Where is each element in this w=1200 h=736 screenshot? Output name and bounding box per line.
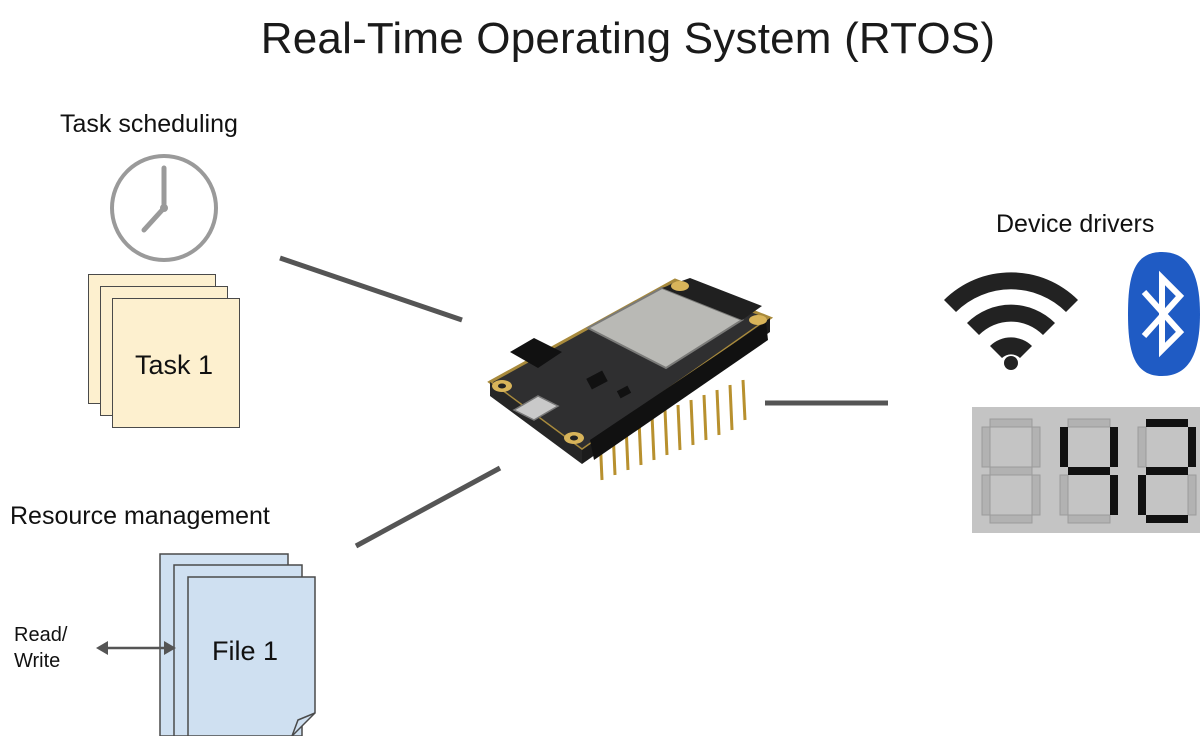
seven-segment-display (972, 407, 1200, 533)
task-scheduling-label: Task scheduling (60, 110, 238, 138)
file-stack (159, 553, 316, 736)
resource-management-label: Resource management (10, 502, 270, 530)
read-write-label: Read/ Write (14, 624, 68, 672)
microcontroller-board (487, 278, 774, 481)
task-card-label: Task 1 (135, 350, 214, 380)
file-card-label: File 1 (212, 636, 279, 666)
double-arrow-icon (96, 641, 176, 655)
diagram-title: Real-Time Operating System (RTOS) (260, 14, 996, 63)
device-drivers-label: Device drivers (996, 210, 1155, 238)
digit-four (1059, 418, 1118, 524)
bluetooth-icon (1128, 252, 1200, 376)
wifi-icon (944, 272, 1078, 370)
task-card-front: Task 1 (112, 298, 240, 428)
digit-two (1137, 419, 1197, 523)
clock-icon (110, 154, 218, 262)
digit-blank (981, 418, 1041, 524)
